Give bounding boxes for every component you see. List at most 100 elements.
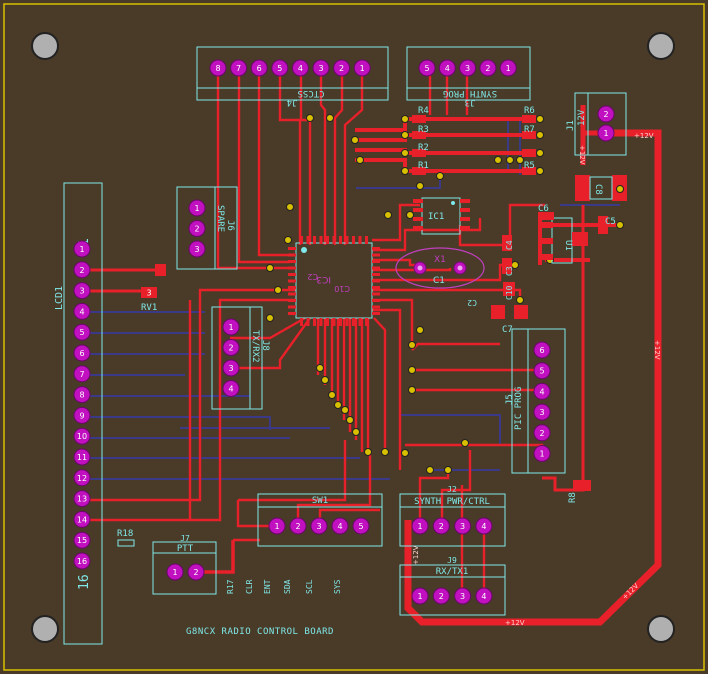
- sw1-outline: [257, 493, 383, 547]
- trace: [257, 68, 296, 257]
- net-label-12v: +12V: [653, 340, 661, 360]
- trace: [238, 440, 347, 502]
- connector-pad: [73, 282, 91, 300]
- mcu-pad: [372, 266, 380, 270]
- net-label-12v: +12V: [634, 132, 654, 140]
- mcu-pad: [339, 318, 342, 326]
- via: [506, 156, 514, 164]
- pad-number: 3: [79, 287, 84, 296]
- pad-number: 5: [539, 367, 544, 376]
- resistor-pad: [522, 167, 536, 175]
- c8-pad: [575, 175, 590, 201]
- via: [401, 131, 409, 139]
- mcu-pad: [372, 253, 380, 257]
- connector-pad: [73, 469, 91, 487]
- trace: [343, 68, 364, 245]
- j8-outline: [211, 306, 263, 410]
- via: [346, 416, 354, 424]
- pad-number: 4: [445, 64, 450, 73]
- pad-number: 10: [77, 432, 87, 441]
- via: [536, 131, 544, 139]
- c10-ref: C10: [505, 285, 514, 300]
- ic1-package[interactable]: IC1: [413, 197, 470, 235]
- trace: [230, 316, 306, 340]
- regulator-u1[interactable]: U1: [540, 217, 588, 264]
- connector-pad: [352, 517, 370, 535]
- c7-pad: [491, 305, 505, 319]
- connector-pad: [222, 339, 240, 356]
- trace: [372, 268, 452, 272]
- pad-number: 1: [274, 522, 279, 531]
- u1-pad: [540, 222, 553, 228]
- ic3-ref: IC3: [316, 274, 331, 284]
- trace: [195, 540, 235, 574]
- resistor-pad: [412, 131, 426, 139]
- mcu-qfp-package[interactable]: IC3 C2 C10: [288, 236, 380, 326]
- connector-pad: [454, 587, 472, 605]
- switch-net-label: SCL: [305, 579, 314, 594]
- connector-pad: [250, 59, 268, 77]
- c3-ref: C3: [505, 266, 514, 276]
- sw1-ref: SW1: [312, 496, 328, 506]
- pad-number: 4: [337, 522, 342, 531]
- mcu-pad: [372, 260, 380, 263]
- j9-outline: [399, 564, 506, 616]
- j6-pins: 123: [188, 199, 206, 258]
- ic1-pad: [460, 199, 470, 203]
- connector-pad: [438, 59, 456, 77]
- mcu-pad: [313, 236, 316, 244]
- ic1-outline: [421, 197, 461, 235]
- pad-number: 1: [539, 450, 544, 459]
- pad-number: 5: [277, 64, 282, 73]
- ic1-pin1-marker: [451, 201, 455, 205]
- j6-name: SPARE: [215, 205, 225, 232]
- j1-power-connector[interactable]: J1 12V 21: [566, 92, 627, 156]
- j7-ref: J7: [180, 534, 190, 543]
- connector-pad: [454, 517, 472, 535]
- connector-pad: [73, 386, 91, 404]
- j6-spare-connector[interactable]: SPARE J6 123: [176, 186, 238, 270]
- c2-ref-mcu: C2: [307, 272, 318, 281]
- c8-ref: C8: [593, 184, 603, 195]
- r8-pad: [573, 480, 591, 491]
- connector-pad: [222, 359, 240, 377]
- pad-number: 3: [318, 64, 323, 73]
- pad-number: 9: [79, 411, 84, 420]
- pad-number: 2: [228, 344, 233, 353]
- connector-pad: [188, 220, 206, 237]
- pad-number: 3: [460, 592, 465, 601]
- connector-pad: [73, 302, 91, 320]
- ic1-pad: [413, 208, 423, 212]
- via: [316, 364, 324, 372]
- connector-pad: [230, 59, 248, 77]
- mcu-pad: [319, 236, 323, 244]
- pad-number: 3: [539, 408, 544, 417]
- trace: [372, 308, 402, 470]
- j2-name: SYNTH PWR/CTRL: [414, 497, 490, 507]
- ic1-pad: [413, 199, 423, 203]
- u1-pad: [572, 232, 588, 246]
- rv1-pin-label: 3: [146, 289, 151, 298]
- c7-ref: C7: [502, 325, 513, 335]
- c3-pad: [502, 258, 512, 274]
- pad-number: 5: [79, 328, 84, 337]
- via: [381, 448, 389, 456]
- pad-number: 2: [295, 522, 300, 531]
- mcu-pad: [332, 318, 336, 326]
- mcu-pad: [352, 318, 355, 326]
- crystal-x1[interactable]: X1 C1: [395, 247, 485, 289]
- crystal-ref: X1: [434, 255, 446, 265]
- connector-pad: [479, 59, 497, 77]
- connector-pad: [73, 490, 91, 508]
- pad-number: 2: [539, 429, 544, 438]
- u1-ref: U1: [563, 240, 573, 251]
